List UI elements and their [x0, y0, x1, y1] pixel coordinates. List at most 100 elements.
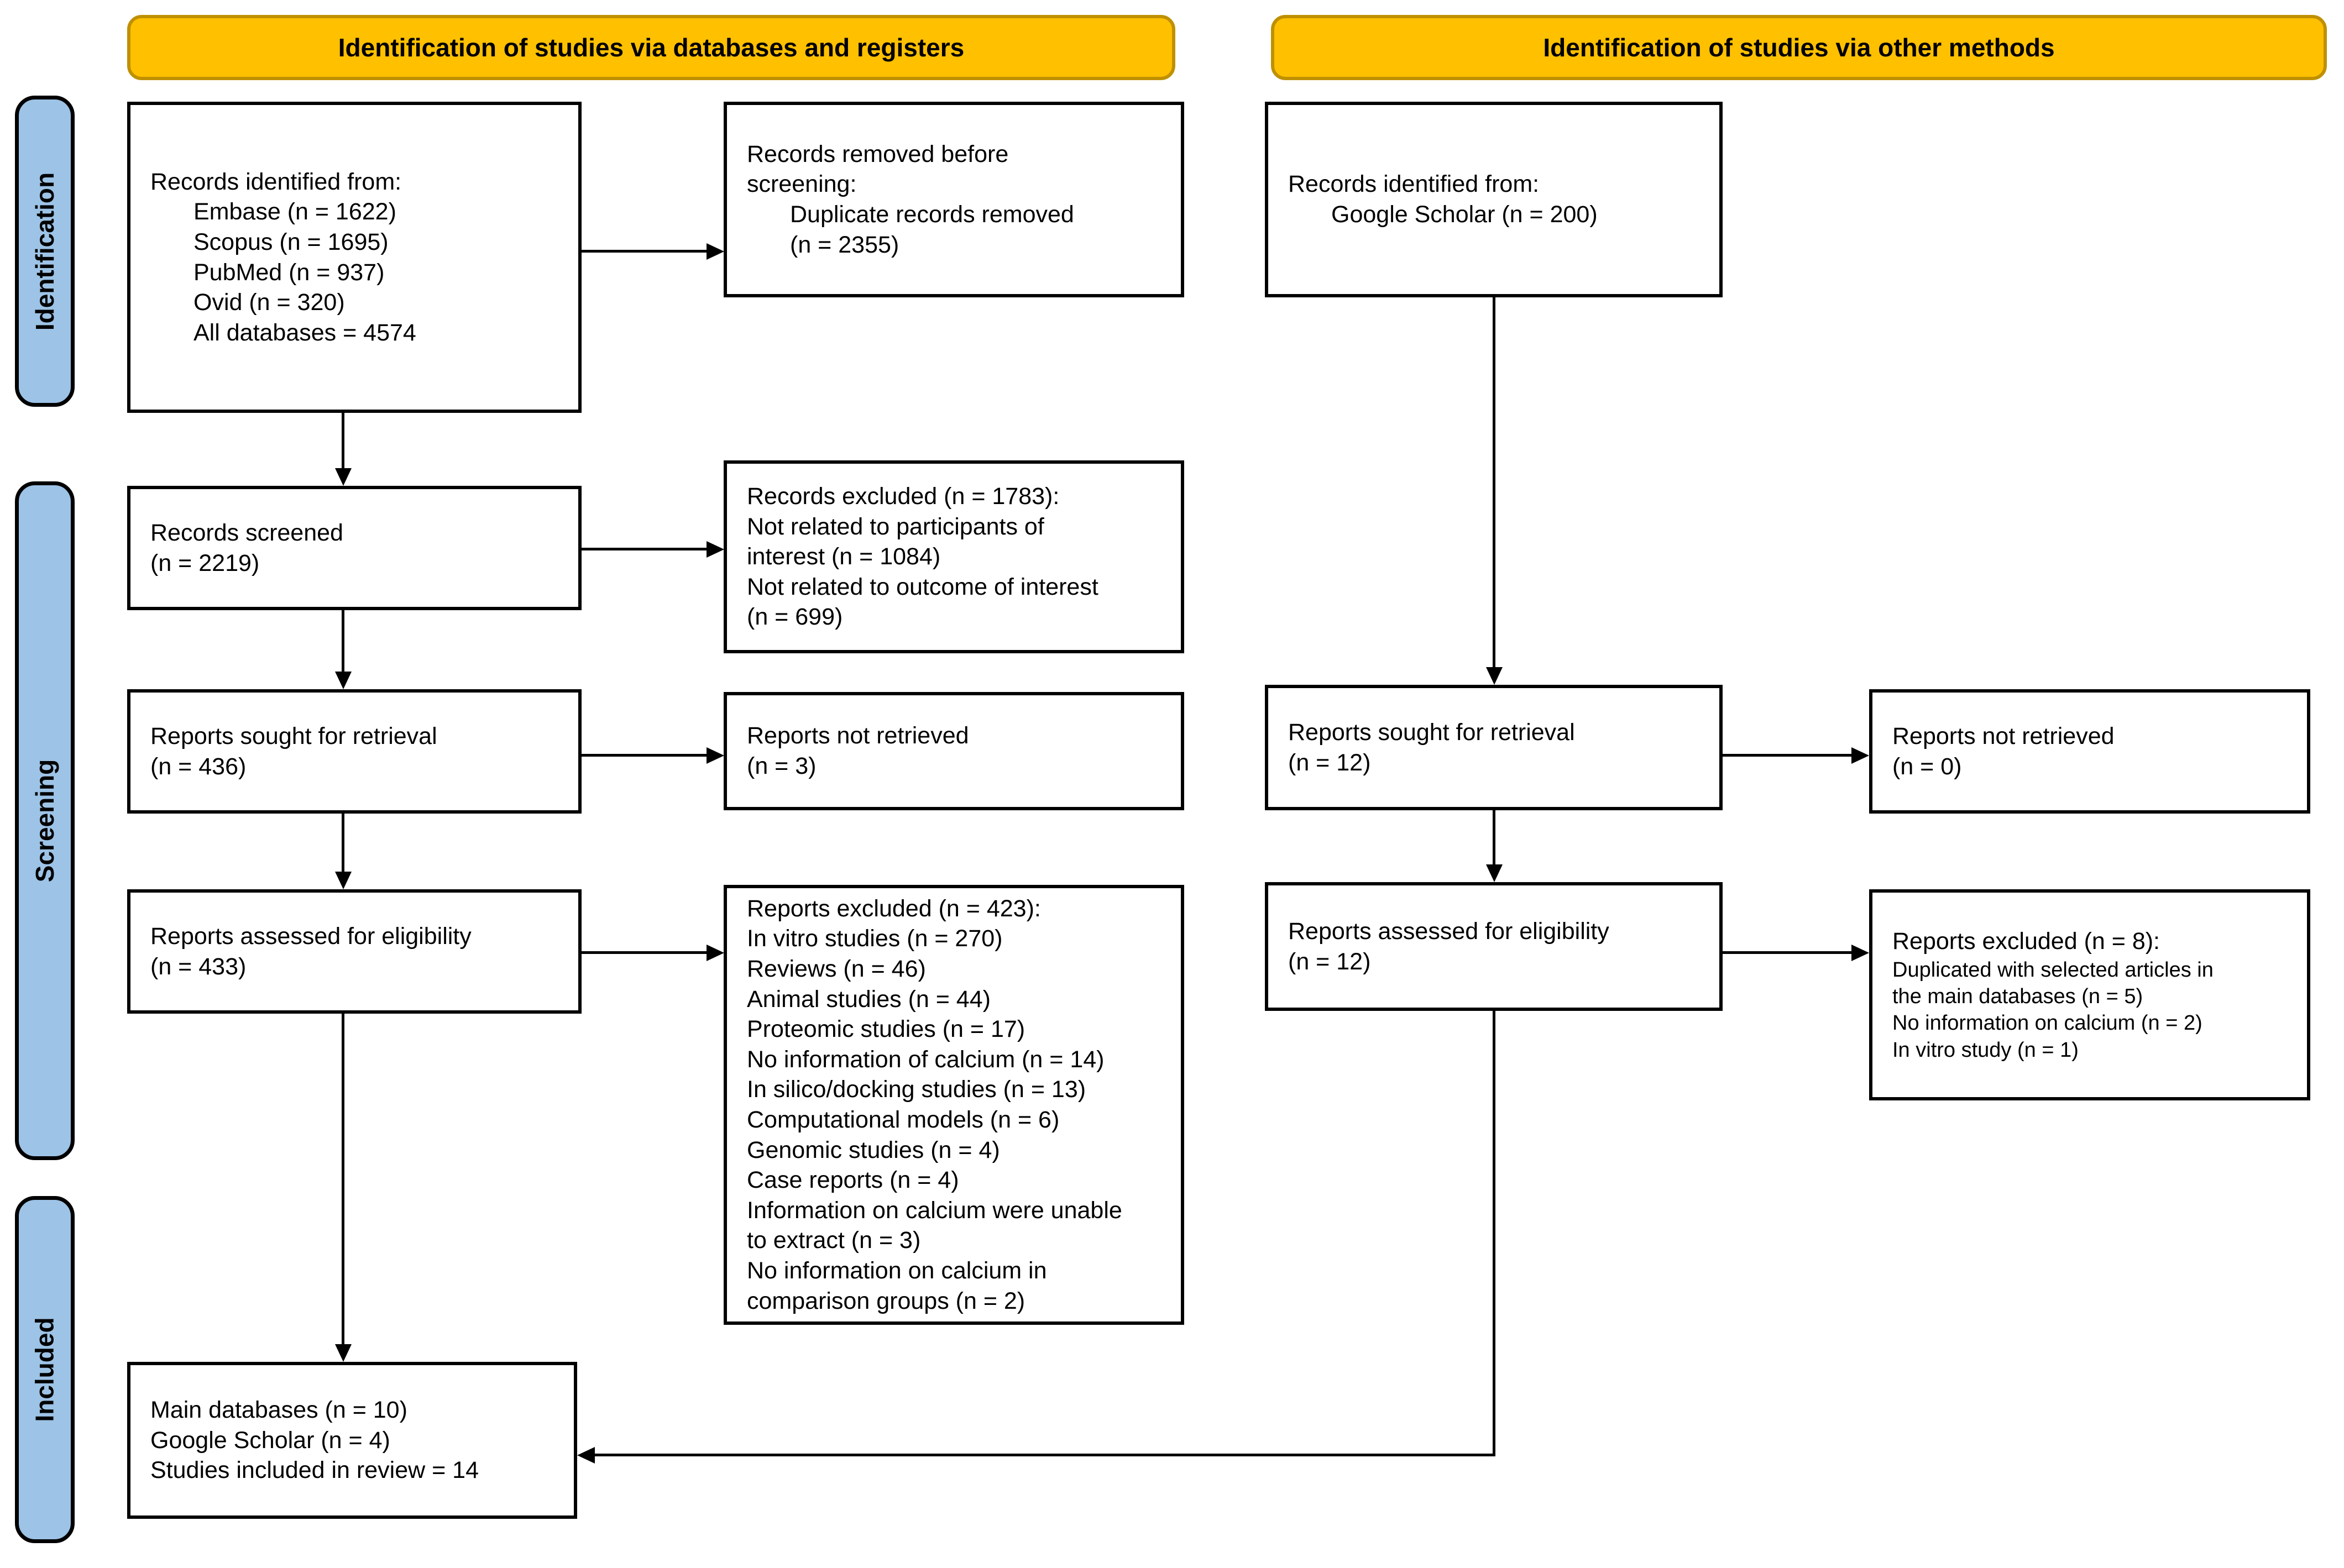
- box-line: No information of calcium (n = 14): [747, 1046, 1105, 1073]
- box-line: Genomic studies (n = 4): [747, 1136, 1000, 1163]
- banner-other-methods: Identification of studies via other meth…: [1271, 15, 2327, 80]
- arrowhead-right-icon: [707, 243, 724, 260]
- box-reports-not-retrieved-other: Reports not retrieved (n = 0): [1869, 689, 2310, 814]
- arrow-other-assessed-to-excluded: [1723, 951, 1851, 954]
- box-line: In vitro studies (n = 270): [747, 925, 1003, 952]
- box-line: Reports sought for retrieval: [1288, 719, 1575, 746]
- stage-included-label: Included: [30, 1317, 59, 1422]
- box-line: Duplicated with selected articles in: [1892, 958, 2214, 982]
- arrowhead-right-icon: [707, 541, 724, 558]
- arrow-other-assessed-down-segment: [1493, 1011, 1495, 1456]
- stage-identification: Identification: [15, 96, 75, 407]
- box-line: Records screened: [150, 519, 343, 546]
- box-studies-included: Main databases (n = 10) Google Scholar (n…: [127, 1362, 577, 1519]
- box-line: (n = 12): [1288, 749, 1371, 776]
- box-line: (n = 2219): [150, 549, 260, 576]
- stage-screening-label: Screening: [30, 759, 60, 883]
- stage-screening: Screening: [15, 481, 75, 1160]
- box-reports-sought-databases: Reports sought for retrieval (n = 436): [127, 689, 582, 814]
- box-line: Computational models (n = 6): [747, 1106, 1060, 1133]
- box-line: No information on calcium (n = 2): [1892, 1011, 2202, 1035]
- box-line: (n = 3): [747, 753, 817, 779]
- box-line: In silico/docking studies (n = 13): [747, 1076, 1086, 1103]
- box-line: Case reports (n = 4): [747, 1167, 959, 1194]
- box-line: Google Scholar (n = 200): [1331, 201, 1598, 228]
- box-records-identified-databases: Records identified from: Embase (n = 1622…: [127, 102, 582, 413]
- box-line: (n = 0): [1892, 753, 1962, 780]
- arrow-other-identified-to-sought: [1493, 297, 1495, 668]
- box-line: (n = 436): [150, 753, 247, 780]
- arrow-sought-to-not-retrieved: [582, 754, 707, 757]
- arrowhead-down-icon: [335, 672, 352, 689]
- arrowhead-down-icon: [1486, 667, 1503, 685]
- arrow-assessed-to-included: [342, 1014, 344, 1345]
- box-line: Animal studies (n = 44): [747, 985, 991, 1013]
- arrowhead-down-icon: [1486, 864, 1503, 882]
- box-line: Records excluded (n = 1783):: [747, 483, 1060, 510]
- box-reports-assessed-other: Reports assessed for eligibility (n = 12): [1265, 882, 1723, 1011]
- box-line: Embase (n = 1622): [193, 198, 396, 226]
- box-records-excluded: Records excluded (n = 1783): Not related …: [724, 460, 1184, 653]
- box-line: (n = 699): [747, 604, 843, 631]
- box-line: Main databases (n = 10): [150, 1397, 407, 1424]
- box-line: (n = 433): [150, 953, 247, 980]
- box-line: to extract (n = 3): [747, 1227, 921, 1254]
- box-line: Information on calcium were unable: [747, 1197, 1122, 1224]
- stage-included: Included: [15, 1196, 75, 1543]
- box-reports-excluded-other: Reports excluded (n = 8): Duplicated with…: [1869, 889, 2310, 1100]
- box-line: Reports sought for retrieval: [150, 722, 437, 749]
- arrowhead-left-icon: [577, 1447, 595, 1464]
- box-line: Duplicate records removed: [790, 201, 1074, 228]
- box-line: Studies included in review = 14: [150, 1457, 479, 1484]
- arrowhead-right-icon: [707, 945, 724, 961]
- arrow-screened-to-sought: [342, 610, 344, 673]
- arrow-assessed-to-excluded: [582, 951, 707, 954]
- box-line: Scopus (n = 1695): [193, 228, 389, 255]
- box-line: Not related to outcome of interest: [747, 573, 1098, 600]
- box-reports-not-retrieved-databases: Reports not retrieved (n = 3): [724, 692, 1184, 810]
- box-line: interest (n = 1084): [747, 543, 941, 570]
- box-records-removed-before-screening: Records removed before screening: Duplicat…: [724, 102, 1184, 297]
- box-line: Records identified from:: [150, 168, 402, 195]
- box-line: screening:: [747, 171, 857, 198]
- arrow-other-sought-to-assessed: [1493, 810, 1495, 866]
- arrow-identified-to-removed: [582, 250, 707, 253]
- arrowhead-right-icon: [1851, 945, 1869, 961]
- box-line: Records identified from:: [1288, 171, 1540, 198]
- box-reports-excluded-databases: Reports excluded (n = 423): In vitro stud…: [724, 885, 1184, 1325]
- arrowhead-down-icon: [335, 1344, 352, 1362]
- box-line: PubMed (n = 937): [193, 259, 385, 286]
- box-line: Reports assessed for eligibility: [1288, 917, 1609, 945]
- arrow-sought-to-assessed: [342, 814, 344, 873]
- arrowhead-down-icon: [335, 468, 352, 486]
- banner-databases-registers: Identification of studies via databases …: [127, 15, 1175, 80]
- box-records-identified-other: Records identified from: Google Scholar (…: [1265, 102, 1723, 297]
- arrow-other-sought-to-not-retrieved: [1723, 754, 1851, 757]
- arrowhead-right-icon: [707, 747, 724, 764]
- box-line: Reports excluded (n = 8):: [1892, 928, 2160, 955]
- box-line: Reports excluded (n = 423):: [747, 895, 1041, 922]
- box-line: In vitro study (n = 1): [1892, 1038, 2079, 1062]
- box-line: comparison groups (n = 2): [747, 1287, 1026, 1314]
- box-line: Not related to participants of: [747, 513, 1044, 540]
- box-line: Google Scholar (n = 4): [150, 1427, 390, 1454]
- box-reports-sought-other: Reports sought for retrieval (n = 12): [1265, 685, 1723, 810]
- box-line: (n = 12): [1288, 948, 1371, 975]
- box-line: the main databases (n = 5): [1892, 985, 2143, 1009]
- arrow-screened-to-excluded: [582, 548, 707, 550]
- box-line: Proteomic studies (n = 17): [747, 1016, 1026, 1043]
- box-line: All databases = 4574: [193, 319, 416, 346]
- arrow-identified-to-screened: [342, 413, 344, 468]
- box-line: Records removed before: [747, 140, 1009, 167]
- stage-identification-label: Identification: [30, 172, 60, 331]
- box-line: (n = 2355): [790, 231, 899, 258]
- box-line: Reviews (n = 46): [747, 955, 926, 982]
- box-line: No information on calcium in: [747, 1257, 1047, 1284]
- arrow-other-to-included-segment: [595, 1454, 1495, 1456]
- arrowhead-right-icon: [1851, 747, 1869, 764]
- box-records-screened: Records screened (n = 2219): [127, 486, 582, 610]
- box-line: Reports not retrieved: [1892, 722, 2115, 749]
- box-line: Reports assessed for eligibility: [150, 922, 472, 950]
- box-line: Reports not retrieved: [747, 722, 969, 749]
